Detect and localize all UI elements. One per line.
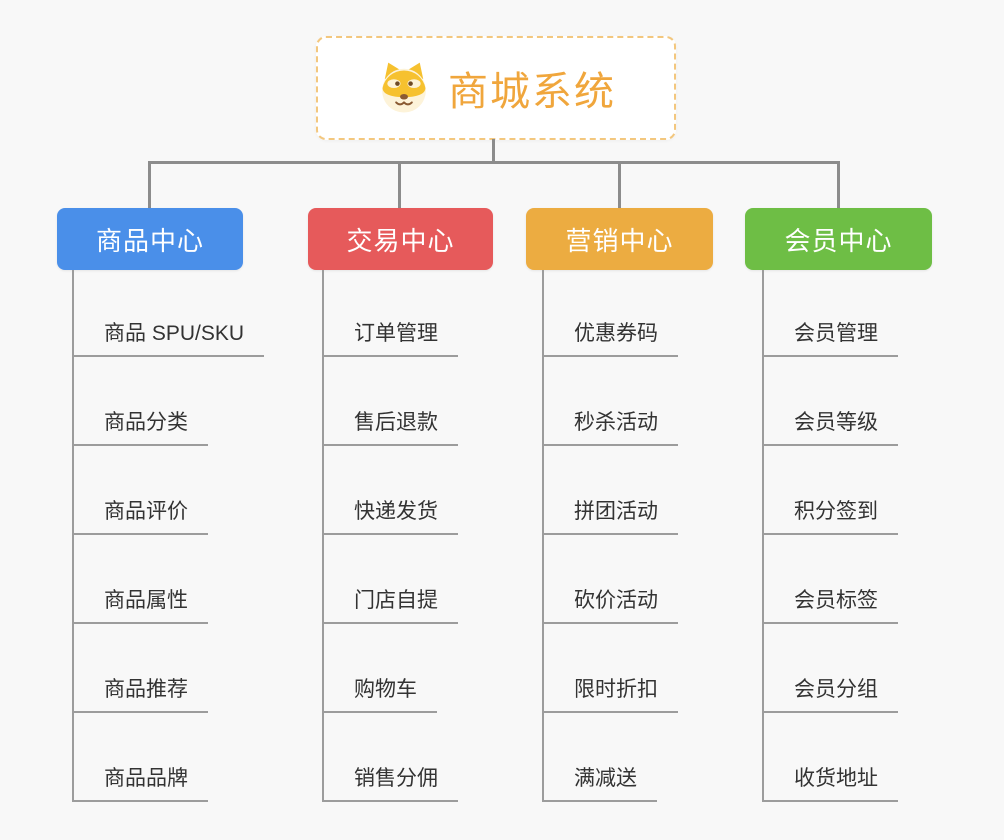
leaf-node[interactable]: 商品属性 [72,589,208,624]
connector-drop-4 [837,161,840,209]
leaf-node[interactable]: 收货地址 [762,767,898,802]
doge-icon [376,60,432,116]
leaf-node[interactable]: 商品推荐 [72,678,208,713]
leaf-node[interactable]: 会员等级 [762,411,898,446]
branch-rail-4 [762,270,764,800]
leaf-node[interactable]: 拼团活动 [542,500,678,535]
branch-node-marketing-center[interactable]: 营销中心 [526,208,713,270]
branch-rail-1 [72,270,74,800]
leaf-node[interactable]: 购物车 [322,678,437,713]
leaf-node[interactable]: 会员标签 [762,589,898,624]
leaf-node[interactable]: 快递发货 [322,500,458,535]
leaf-node[interactable]: 订单管理 [322,322,458,357]
connector-root-stem [492,139,495,162]
root-node[interactable]: 商城系统 [316,36,676,140]
branch-node-member-center[interactable]: 会员中心 [745,208,932,270]
branch-node-product-center[interactable]: 商品中心 [57,208,243,270]
leaf-node[interactable]: 限时折扣 [542,678,678,713]
leaf-node[interactable]: 商品评价 [72,500,208,535]
leaf-node[interactable]: 商品分类 [72,411,208,446]
leaf-node[interactable]: 售后退款 [322,411,458,446]
leaf-node[interactable]: 优惠券码 [542,322,678,357]
leaf-node[interactable]: 会员管理 [762,322,898,357]
branch-rail-2 [322,270,324,800]
leaf-node[interactable]: 秒杀活动 [542,411,678,446]
leaf-node[interactable]: 商品 SPU/SKU [72,322,265,357]
branch-node-trade-center[interactable]: 交易中心 [308,208,493,270]
branch-rail-3 [542,270,544,800]
root-title: 商城系统 [448,70,616,114]
leaf-node[interactable]: 销售分佣 [322,767,458,802]
connector-drop-3 [618,161,621,209]
leaf-node[interactable]: 满减送 [542,767,657,802]
leaf-node[interactable]: 会员分组 [762,678,898,713]
leaf-node[interactable]: 门店自提 [322,589,458,624]
connector-drop-2 [398,161,401,209]
connector-horizontal-bar [148,161,840,164]
connector-drop-1 [148,161,151,209]
leaf-node[interactable]: 砍价活动 [542,589,678,624]
leaf-node[interactable]: 商品品牌 [72,767,208,802]
leaf-node[interactable]: 积分签到 [762,500,898,535]
